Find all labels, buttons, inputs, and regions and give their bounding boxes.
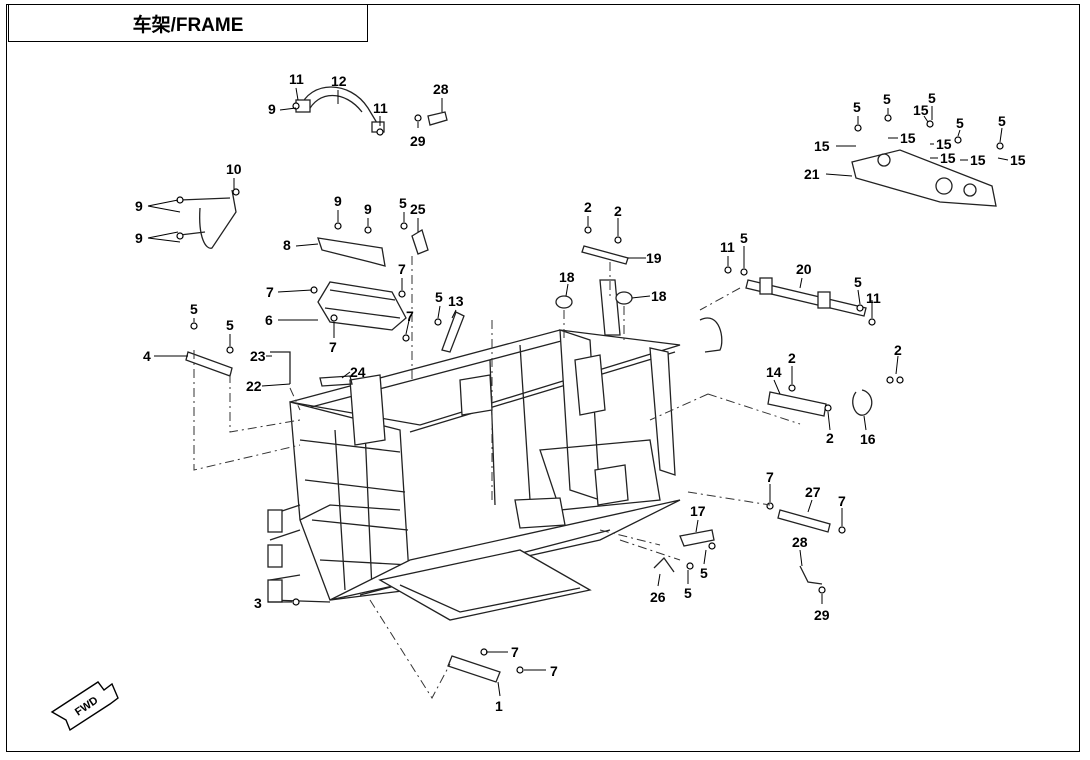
callout-4: 4 (143, 348, 151, 364)
callout-5: 5 (854, 274, 862, 290)
callout-18: 18 (651, 288, 667, 304)
callout-16: 16 (860, 431, 876, 447)
callout-2: 2 (584, 199, 592, 215)
callout-27: 27 (805, 484, 821, 500)
page-title: 车架/FRAME (8, 4, 368, 42)
callout-5: 5 (700, 565, 708, 581)
callout-29: 29 (410, 133, 426, 149)
callout-7: 7 (511, 644, 519, 660)
callout-2: 2 (826, 430, 834, 446)
part-14-bracket (767, 391, 827, 417)
callout-10: 10 (226, 161, 242, 177)
part-20-rail (745, 277, 867, 317)
callout-labels: 12 11 9 11 28 29 10 9 9 9 9 8 5 25 7 7 6… (135, 71, 1026, 714)
callout-15: 15 (900, 130, 916, 146)
callout-6: 6 (265, 312, 273, 328)
part-21-cover (851, 149, 997, 207)
callout-15: 15 (913, 102, 929, 118)
callout-7: 7 (766, 469, 774, 485)
callout-7: 7 (329, 339, 337, 355)
callout-15: 15 (814, 138, 830, 154)
callout-5: 5 (684, 585, 692, 601)
part-17-bracket (679, 529, 715, 547)
callout-7: 7 (406, 308, 414, 324)
callout-15: 15 (940, 150, 956, 166)
callout-12: 12 (331, 73, 347, 89)
hardware-bolts (176, 102, 1004, 674)
callout-5: 5 (956, 115, 964, 131)
fwd-arrow-icon: FWD (50, 681, 119, 732)
part-1-crossmember (447, 655, 501, 683)
part-12-grab-handle (295, 86, 385, 133)
callout-5: 5 (399, 195, 407, 211)
callout-13: 13 (448, 293, 464, 309)
callout-11: 11 (373, 100, 388, 116)
callout-5: 5 (998, 113, 1006, 129)
callout-18: 18 (559, 269, 575, 285)
callout-2: 2 (894, 342, 902, 358)
callout-15: 15 (970, 152, 986, 168)
callout-5: 5 (190, 301, 198, 317)
callout-9: 9 (334, 193, 342, 209)
callout-2: 2 (614, 203, 622, 219)
callout-17: 17 (690, 503, 706, 519)
part-19-plate (581, 245, 629, 265)
callout-11: 11 (866, 290, 881, 306)
part-26-clip (653, 556, 675, 573)
callout-8: 8 (283, 237, 291, 253)
callout-1: 1 (495, 698, 503, 714)
part-25-clip (411, 229, 429, 255)
callout-15: 15 (936, 136, 952, 152)
callout-9: 9 (135, 230, 143, 246)
callout-25: 25 (410, 201, 426, 217)
callout-29: 29 (814, 607, 830, 623)
part-18-grommets (555, 291, 633, 309)
callout-5: 5 (853, 99, 861, 115)
part-13-link (441, 311, 465, 353)
part-16-hitch (852, 389, 873, 416)
callout-9: 9 (268, 101, 276, 117)
callout-21: 21 (804, 166, 820, 182)
callout-22: 22 (246, 378, 262, 394)
callout-9: 9 (135, 198, 143, 214)
callout-5: 5 (226, 317, 234, 333)
assembly-dashed-lines (193, 256, 801, 699)
part-27-rod (777, 509, 831, 533)
callout-14: 14 (766, 364, 782, 380)
part-24-bracket (319, 375, 353, 387)
callout-5: 5 (435, 289, 443, 305)
part-8-bracket (317, 237, 386, 267)
part-28-clip-lower (799, 565, 823, 585)
callout-7: 7 (550, 663, 558, 679)
callout-7: 7 (266, 284, 274, 300)
callout-7: 7 (398, 261, 406, 277)
callout-5: 5 (928, 90, 936, 106)
drawing-border (6, 4, 1080, 752)
main-frame (267, 279, 723, 621)
callout-9: 9 (364, 201, 372, 217)
callout-3: 3 (254, 595, 262, 611)
part-6-rack (317, 281, 407, 331)
callout-23: 23 (250, 348, 266, 364)
callout-7: 7 (838, 493, 846, 509)
part-28-clip-top (427, 111, 448, 126)
part-23-pin (270, 351, 291, 384)
callout-5: 5 (883, 91, 891, 107)
callout-5: 5 (740, 230, 748, 246)
callout-26: 26 (650, 589, 666, 605)
callout-11: 11 (289, 71, 304, 87)
part-10-bracket (179, 189, 237, 249)
part-4-plate (185, 351, 233, 377)
callout-19: 19 (646, 250, 662, 266)
callout-20: 20 (796, 261, 812, 277)
callout-28: 28 (792, 534, 808, 550)
callout-11: 11 (720, 239, 735, 255)
callout-2: 2 (788, 350, 796, 366)
callout-24: 24 (350, 364, 366, 380)
callout-15: 15 (1010, 152, 1026, 168)
callout-28: 28 (433, 81, 449, 97)
callout-leaders (147, 87, 1009, 697)
